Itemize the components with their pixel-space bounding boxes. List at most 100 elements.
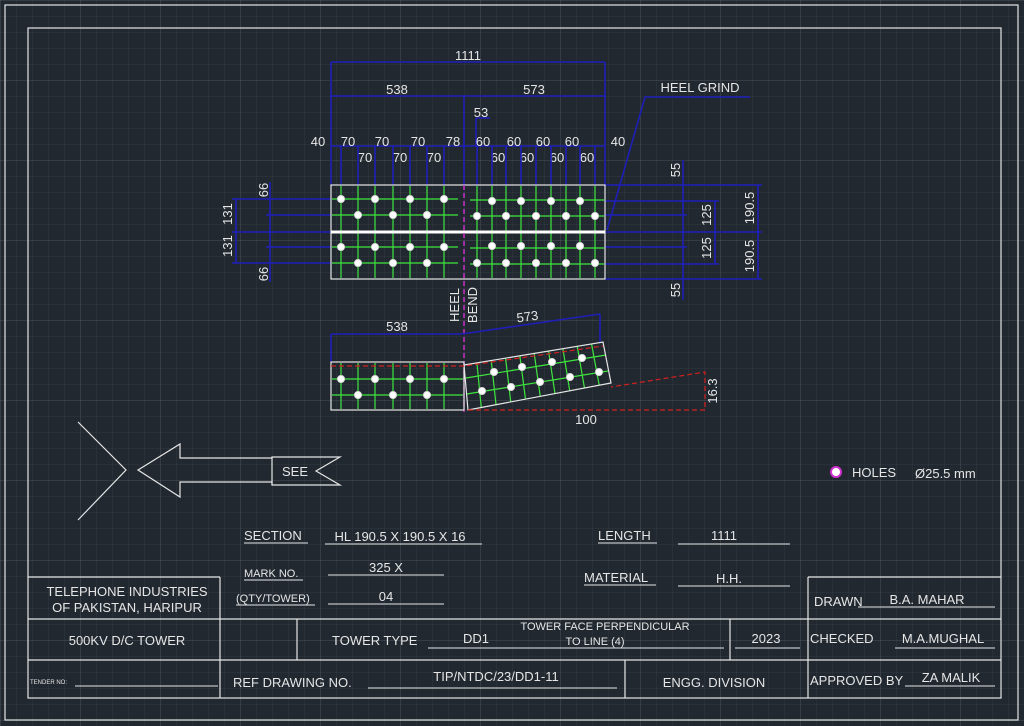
bolt-hole (502, 259, 510, 267)
gauge-line (547, 350, 556, 394)
dim-overall: 1111 (455, 48, 481, 63)
bend-left-leg (330, 361, 465, 411)
tender-label: TENDER NO: (30, 680, 67, 686)
bolt-hole (406, 195, 414, 203)
right-gauge-dimensions: 55 125 190.5 125 190.5 55 (605, 160, 762, 300)
dim-right-length: 573 (523, 82, 545, 97)
bolt-hole (478, 387, 486, 395)
gauge-line (490, 360, 497, 405)
pitch-label: 40 (311, 134, 325, 149)
material-label: MATERIAL (584, 570, 648, 585)
bolt-hole (406, 243, 414, 251)
project-name: 500KV D/C TOWER (69, 633, 186, 648)
pitch-label: 60 (520, 150, 534, 165)
see-arrow: SEE (77, 421, 343, 521)
dim-left-length: 538 (386, 82, 408, 97)
heel-grind-label: HEEL GRIND (661, 80, 740, 95)
bolt-hole (337, 195, 345, 203)
bolt-hole (578, 354, 586, 362)
gauge-line (562, 348, 571, 391)
bolt-hole (517, 242, 525, 250)
length-label: LENGTH (598, 528, 651, 543)
bolt-hole (354, 211, 362, 219)
bolt-hole (371, 243, 379, 251)
hole-icon (830, 466, 842, 478)
hole-diameter: Ø25.5 mm (915, 466, 976, 481)
pitch-label: 70 (341, 134, 355, 149)
pitch-label: 70 (393, 150, 407, 165)
pitch-label: 70 (427, 150, 441, 165)
bolt-hole (440, 375, 448, 383)
checked-label: CHECKED (810, 631, 874, 646)
bolt-hole (547, 242, 555, 250)
bolt-hole (517, 197, 525, 205)
company-line1: TELEPHONE INDUSTRIES (46, 584, 207, 599)
bolt-hole (576, 242, 584, 250)
gauge-line (504, 358, 512, 402)
bolt-hole (532, 259, 540, 267)
bend-rise: 16.3 (705, 378, 720, 403)
bolt-hole (473, 212, 481, 220)
bolt-hole (389, 259, 397, 267)
gauge-66-top: 66 (256, 183, 271, 197)
bolt-hole (566, 373, 574, 381)
pitch-label: 78 (446, 134, 460, 149)
qty-label: (QTY/TOWER) (236, 593, 310, 605)
bolt-hole (507, 383, 515, 391)
hole-legend: HOLES Ø25.5 mm (830, 465, 976, 481)
mark-value: 325 X (369, 560, 403, 575)
bend-right-length: 573 (516, 308, 540, 326)
bend-left-length: 538 (386, 319, 408, 334)
gauge-125-top: 125 (699, 204, 714, 226)
bolt-hole (562, 212, 570, 220)
gauge-125-bottom: 125 (699, 237, 714, 259)
ref-drawing-label: REF DRAWING NO. (233, 675, 352, 690)
bolt-hole (562, 259, 570, 267)
tower-type-label: TOWER TYPE (332, 633, 418, 648)
section-label: SECTION (244, 528, 302, 543)
bolt-hole (536, 378, 544, 386)
pitch-label: 70 (358, 150, 372, 165)
section-value: HL 190.5 X 190.5 X 16 (334, 529, 465, 544)
bolt-hole (423, 391, 431, 399)
material-value: H.H. (716, 571, 742, 586)
bend-right-leg (463, 341, 612, 411)
pitch-label: 60 (580, 150, 594, 165)
bolt-hole (591, 212, 599, 220)
bolt-hole (488, 197, 496, 205)
gauge-190-bottom: 190.5 (742, 240, 757, 273)
bolt-hole (532, 212, 540, 220)
tower-type-value: DD1 (463, 631, 489, 646)
drawn-label: DRAWN (814, 594, 863, 609)
pitch-label: 60 (491, 150, 505, 165)
pitch-label: 70 (375, 134, 389, 149)
heel-grind-callout: HEEL GRIND (606, 80, 750, 231)
bolt-hole (423, 259, 431, 267)
bend-label: BEND (465, 287, 480, 323)
bolt-hole (337, 375, 345, 383)
bolt-hole (354, 259, 362, 267)
gauge-131-top: 131 (220, 203, 235, 225)
gauge-line (576, 346, 586, 389)
checked-value: M.A.MUGHAL (902, 631, 984, 646)
gauge-line (519, 355, 527, 400)
bolt-hole (354, 391, 362, 399)
gauge-55-top: 55 (668, 163, 683, 177)
bolt-hole (576, 197, 584, 205)
outer-border (4, 4, 1019, 721)
bolt-hole (490, 368, 498, 376)
bend-run: 100 (575, 412, 597, 427)
pitch-label: 70 (411, 134, 425, 149)
gauge-55-bottom: 55 (668, 283, 683, 297)
company-line2: OF PAKISTAN, HARIPUR (52, 600, 202, 615)
bolt-hole (548, 358, 556, 366)
drawn-value: B.A. MAHAR (889, 592, 964, 607)
pitch-label: 40 (611, 134, 625, 149)
pitch-label: 60 (476, 134, 490, 149)
pitch-label: 60 (565, 134, 579, 149)
gauge-131-bottom: 131 (220, 235, 235, 257)
tower-face-line2: TO LINE (4) (565, 636, 624, 648)
